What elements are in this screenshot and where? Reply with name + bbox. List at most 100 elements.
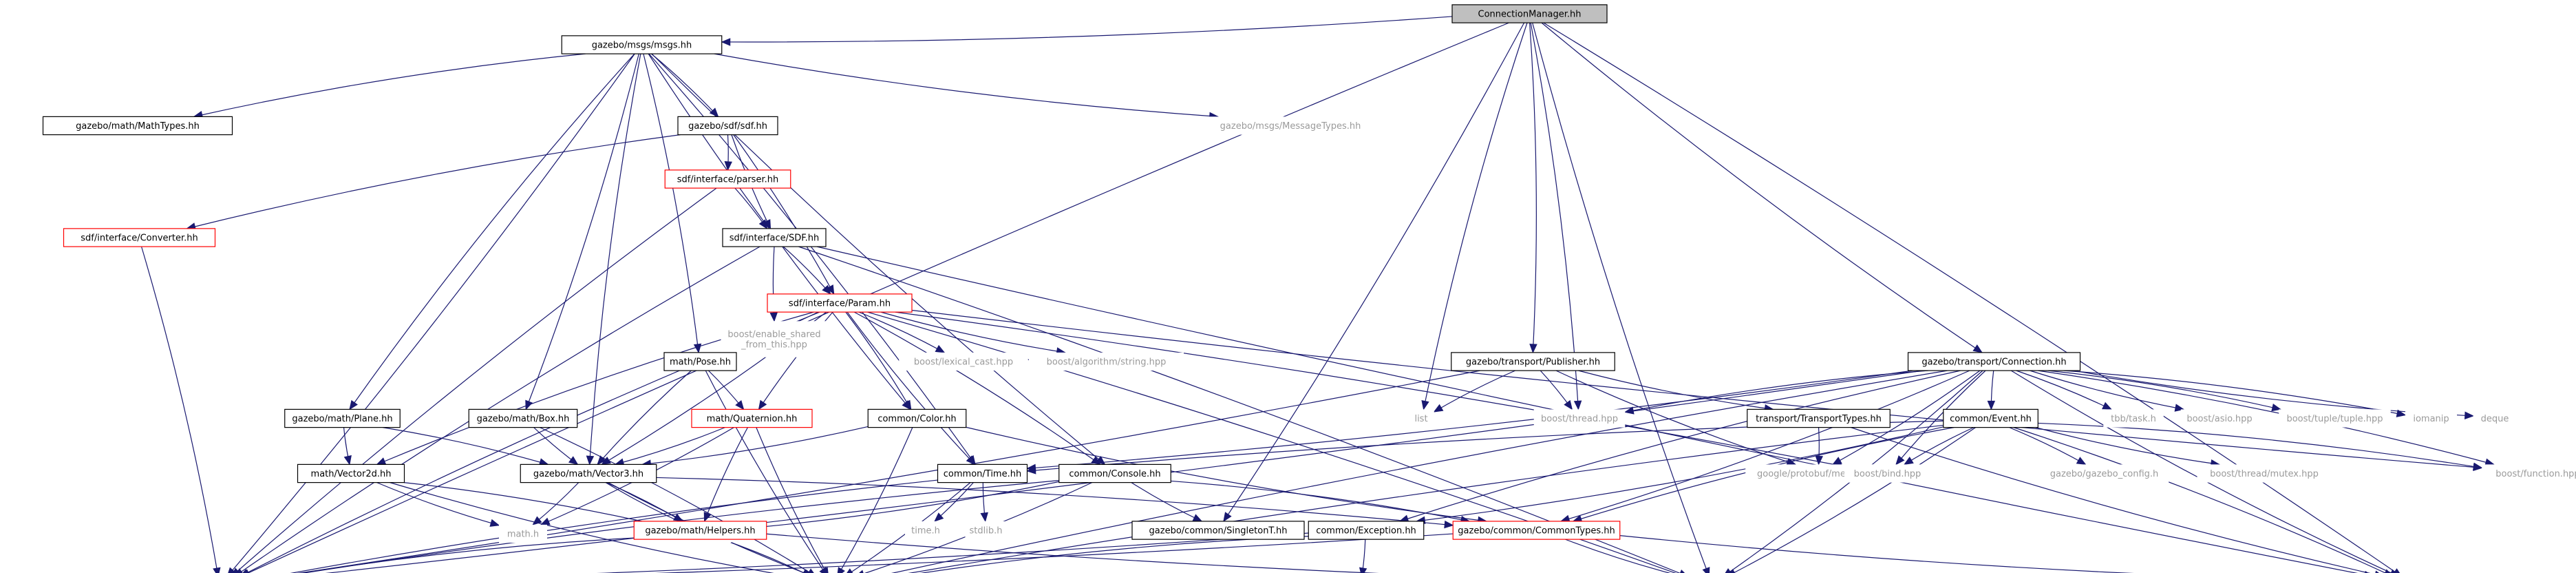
arrowhead-sdfiface-to-string <box>236 568 243 573</box>
edge-sdfiface-to-string <box>238 246 760 573</box>
edge-parser-to-string <box>235 187 717 573</box>
arrowhead-vector3-to-commontypes <box>1444 520 1454 529</box>
node-box-box <box>468 408 578 428</box>
node-sdfhh[interactable]: gazebo/sdf/sdf.hh <box>677 116 778 136</box>
node-connection[interactable]: gazebo/transport/Connection.hh <box>1907 352 2081 371</box>
node-helpers[interactable]: gazebo/math/Helpers.hh <box>633 521 767 540</box>
node-label-tuple: boost/tuple/tuple.hpp <box>2286 414 2383 424</box>
node-console[interactable]: common/Console.hh <box>1058 463 1171 483</box>
arrowhead-param-to-color <box>903 399 912 410</box>
arrowhead-publisher-to-list <box>1433 404 1444 413</box>
node-exception[interactable]: common/Exception.hh <box>1308 521 1425 540</box>
node-label-exception: common/Exception.hh <box>1316 526 1416 536</box>
node-box-enableshared <box>721 321 828 357</box>
node-param[interactable]: sdf/interface/Param.hh <box>767 293 913 313</box>
edge-root-to-list <box>1423 22 1528 410</box>
edge-connection-to-protobuf <box>1832 370 1981 465</box>
edge-root-to-vector <box>1532 22 1709 573</box>
arrowhead-sdfiface-to-enableshared <box>769 312 778 322</box>
arrowhead-console-to-singleton <box>1192 514 1203 522</box>
edge-connection-to-time <box>1027 370 1913 469</box>
edge-event-to-exception <box>1416 426 1944 522</box>
edge-quaternion-to-vector3 <box>615 427 725 465</box>
node-vector3[interactable]: gazebo/math/Vector3.hh <box>520 463 657 483</box>
node-box-console <box>1058 463 1171 483</box>
node-vector2d[interactable]: math/Vector2d.hh <box>297 463 405 483</box>
node-box-time <box>937 463 1028 483</box>
node-tuple: boost/tuple/tuple.hpp <box>2279 409 2391 428</box>
node-list: list <box>1408 409 1434 428</box>
node-event[interactable]: common/Event.hh <box>1943 408 2039 428</box>
node-label-vector3: gazebo/math/Vector3.hh <box>533 469 643 479</box>
node-converter[interactable]: sdf/interface/Converter.hh <box>63 228 216 247</box>
node-label-console: common/Console.hh <box>1069 469 1160 479</box>
edge-console-to-fstream <box>731 481 1059 530</box>
node-label-stdlib: stdlib.h <box>970 526 1003 536</box>
edge-publisher-to-string <box>297 370 1480 573</box>
arrowhead-root-to-sharedptr <box>2393 568 2401 573</box>
arrowhead-box-to-vector3 <box>568 456 579 466</box>
edge-exception-to-string <box>596 532 1309 573</box>
node-singleton[interactable]: gazebo/common/SingletonT.hh <box>1131 521 1305 540</box>
edge-connection-to-tuple <box>2048 370 2281 410</box>
node-color[interactable]: common/Color.hh <box>867 408 967 428</box>
edge-event-to-time <box>1027 420 1944 472</box>
arrowhead-sdfhh-to-parser <box>724 161 732 171</box>
node-time[interactable]: common/Time.hh <box>937 463 1028 483</box>
node-box-timeh <box>905 521 946 540</box>
node-box-tuple <box>2279 409 2391 428</box>
node-box-msgs <box>561 35 723 54</box>
node-sdfiface[interactable]: sdf/interface/SDF.hh <box>722 228 827 247</box>
arrowhead-mathpose-to-vector3 <box>597 455 606 466</box>
edge-event-to-gazeboconfig <box>2009 427 2086 465</box>
edge-connection-to-function <box>2038 370 2494 465</box>
edge-event-to-bind <box>1904 427 1974 465</box>
edge-msgs-to-vector3 <box>589 54 641 465</box>
edge-connection-to-tbbtask <box>2016 370 2112 410</box>
arrowhead-connection-to-iomanip <box>2396 409 2407 417</box>
node-plane[interactable]: gazebo/math/Plane.hh <box>284 408 401 428</box>
node-commontypes[interactable]: gazebo/common/CommonTypes.hh <box>1452 521 1621 540</box>
arrowhead-connection-to-protobuf <box>1831 457 1842 466</box>
node-enableshared: boost/enable_shared_from_this.hpp <box>721 321 828 357</box>
node-thread: boost/thread.hpp <box>1533 409 1626 428</box>
node-msgs[interactable]: gazebo/msgs/msgs.hh <box>561 35 723 54</box>
node-box-algostring <box>1029 352 1184 371</box>
arrowhead-root-to-singleton <box>1223 512 1232 522</box>
edge-connection-to-iomanip <box>2063 370 2406 416</box>
node-box[interactable]: gazebo/math/Box.hh <box>468 408 578 428</box>
arrowhead-connection-to-deque <box>2464 411 2475 420</box>
edge-converter-to-string <box>140 246 218 573</box>
edge-root-to-connection <box>1541 22 1983 353</box>
edge-mathpose-to-iostream <box>705 370 826 573</box>
node-label-quaternion: math/Quaternion.hh <box>707 414 798 424</box>
node-tbbtask: tbb/task.h <box>2103 409 2164 428</box>
edge-msgs-to-mathpose <box>643 53 699 353</box>
arrowhead-publisher-to-thread <box>1564 399 1573 410</box>
node-parser[interactable]: sdf/interface/parser.hh <box>664 169 791 189</box>
node-box-event <box>1943 408 2039 428</box>
node-lexical: boost/lexical_cast.hpp <box>899 352 1028 371</box>
node-label-msgs: gazebo/msgs/msgs.hh <box>592 41 692 51</box>
node-quaternion[interactable]: math/Quaternion.hh <box>691 408 813 428</box>
node-box-iomanip <box>2405 409 2457 428</box>
edge-msgs-to-sdfhh <box>651 53 718 117</box>
node-label-gazeboconfig: gazebo/gazebo_config.h <box>2050 469 2159 479</box>
arrowhead-msgs-to-vector3 <box>586 455 595 466</box>
edge-connection-to-bind <box>1895 370 1986 465</box>
edge-plane-to-vector3 <box>383 427 549 465</box>
arrowhead-connection-to-bind <box>1895 455 1905 466</box>
edge-connection-to-string <box>325 370 1923 573</box>
edge-msgs-to-msgtypes <box>714 53 1218 117</box>
node-root[interactable]: ConnectionManager.hh <box>1451 4 1608 23</box>
node-mathtypes[interactable]: gazebo/math/MathTypes.hh <box>42 116 233 136</box>
arrowhead-root-to-publisher <box>1529 344 1537 354</box>
arrowhead-converter-to-string <box>213 567 221 573</box>
node-box-stdlib <box>965 521 1007 540</box>
node-transporttypes[interactable]: transport/TransportTypes.hh <box>1747 408 1891 428</box>
node-mathpose[interactable]: math/Pose.hh <box>663 352 737 371</box>
arrowhead-sdfiface-to-param <box>822 284 831 295</box>
edge-connection-to-commontypes <box>1560 370 1970 522</box>
node-publisher[interactable]: gazebo/transport/Publisher.hh <box>1451 352 1615 371</box>
